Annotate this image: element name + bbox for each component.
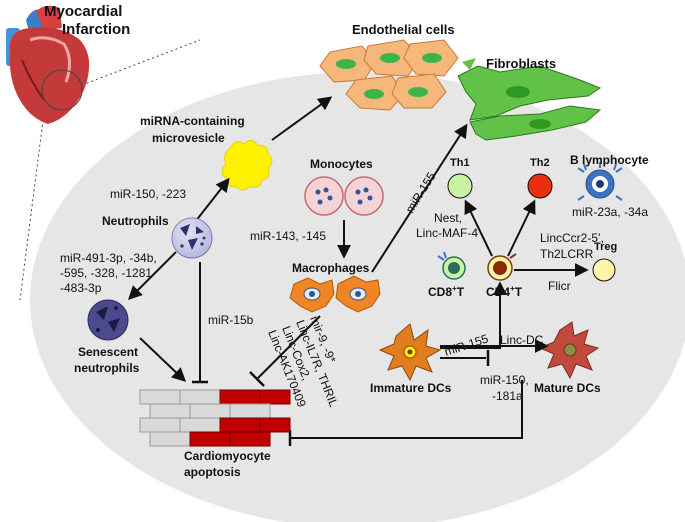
nest-line1: Nest, — [434, 211, 462, 225]
microvesicle-label-line1: miRNA-containing — [140, 114, 245, 128]
monocytes-icon — [304, 176, 384, 216]
cd8-t-cell-icon — [437, 251, 466, 280]
senescent-label-line1: Senescent — [78, 345, 138, 359]
inhibit-mature-dc-cardiomyocyte — [290, 380, 523, 439]
mir15b-label: miR-15b — [208, 313, 254, 327]
fibroblasts-icon — [457, 58, 602, 141]
macrophages-icon — [289, 275, 381, 313]
cd8-label: CD8+T — [428, 284, 465, 299]
mature-dcs-label: Mature DCs — [534, 381, 601, 395]
title-line2: Infarction — [62, 21, 130, 38]
senescent-label-line2: neutrophils — [74, 361, 140, 375]
mir491-line1: miR-491-3p, -34b, — [60, 251, 157, 265]
flicr-label: Flicr — [548, 279, 571, 293]
th2-label: Th2 — [530, 157, 550, 169]
arrow-neutrophils-senescent — [128, 251, 177, 300]
microvesicle-label-line2: microvesicle — [152, 131, 225, 145]
fibroblasts-label: Fibroblasts — [486, 56, 556, 71]
endothelial-label: Endothelial cells — [352, 22, 455, 37]
arrow-cd4-th1 — [464, 199, 493, 257]
lincccr2-line1: LincCcr2-5’, — [540, 231, 604, 245]
b-lymphocyte-label: B lymphocyte — [570, 153, 649, 167]
th1-cell-icon — [447, 173, 473, 199]
arrow-cd4-th2 — [507, 199, 536, 257]
arrow-macrophages-fibroblasts — [371, 123, 468, 273]
neutrophil-icon — [171, 217, 213, 259]
arrow-microvesicle-endothelial — [271, 96, 333, 141]
lincccr2-line2: Th2LCRR — [540, 247, 594, 261]
b-lymphocyte-icon — [577, 162, 623, 201]
th2-cell-icon — [527, 173, 553, 199]
macrophages-label: Macrophages — [292, 261, 370, 275]
treg-label: Treg — [594, 241, 617, 253]
zoom-line-top — [81, 39, 201, 86]
mir150-181a-line2: -181a — [492, 389, 523, 403]
endothelial-cells-icon — [319, 39, 459, 111]
th1-label: Th1 — [450, 157, 470, 169]
title-line1: Myocardial — [44, 3, 122, 20]
mir491-line2: -595, -328, -1281 — [60, 266, 152, 280]
microvesicle-icon — [221, 140, 273, 191]
immature-dc-icon — [378, 323, 442, 382]
arrow-dc-cd4 — [440, 281, 507, 349]
treg-cell-icon — [592, 258, 616, 282]
mir143-145-label: miR-143, -145 — [250, 229, 326, 243]
cardio-label-line1: Cardiomyocyte — [184, 449, 271, 463]
mature-dc-icon — [538, 321, 600, 380]
mir150-223-label: miR-150, -223 — [110, 187, 186, 201]
cd4-label: CD4+T — [486, 284, 523, 299]
linc-dc-label: Linc-DC — [500, 333, 544, 347]
monocytes-label: Monocytes — [310, 157, 373, 171]
cardiomyocyte-bricks-icon — [139, 389, 291, 447]
mir23a-34a-label: miR-23a, -34a — [572, 205, 648, 219]
heart-icon — [6, 5, 90, 125]
cd4-t-cell-icon — [487, 253, 517, 281]
mir491-line3: -483-3p — [60, 281, 102, 295]
inhibit-macrophages-cardiomyocyte — [257, 315, 321, 379]
neutrophils-label: Neutrophils — [102, 214, 169, 228]
nest-line2: Linc-MAF-4 — [416, 226, 478, 240]
cardio-label-line2: apoptosis — [184, 465, 241, 479]
inhibit-bar-macrophages — [249, 371, 265, 387]
arrow-senescent-cardiomyocyte — [139, 337, 187, 382]
immature-dcs-label: Immature DCs — [370, 381, 452, 395]
senescent-neutrophil-icon — [87, 299, 129, 341]
arrow-neutrophils-microvesicle — [194, 177, 230, 223]
mir150-181a-line1: miR-150, — [480, 373, 529, 387]
